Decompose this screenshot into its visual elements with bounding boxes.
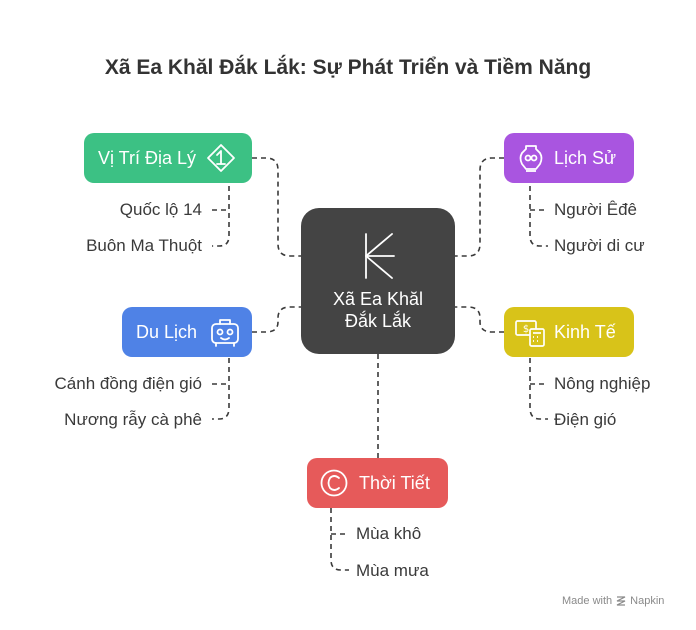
money-calculator-icon: $: [515, 320, 545, 347]
node-location[interactable]: Vị Trí Địa Lý: [84, 133, 252, 183]
leaf-economy-1: Nông nghiệp: [554, 374, 651, 393]
center-title-line2: Đắk Lắk: [344, 311, 412, 331]
connector-tourism-leaves: [212, 358, 230, 420]
leaf-history-2: Người di cư: [554, 236, 645, 255]
leaf-economy-2: Điện gió: [554, 410, 617, 429]
luggage-icon: [211, 319, 239, 347]
connector-history: [455, 157, 504, 257]
node-economy-label: Kinh Tế: [554, 321, 616, 342]
leaf-tourism-1: Cánh đồng điện gió: [54, 374, 202, 393]
watermark[interactable]: Made with Napkin: [562, 595, 664, 607]
connector-tourism: [252, 306, 301, 333]
leaf-location-1: Quốc lộ 14: [119, 200, 202, 219]
node-economy[interactable]: $ Kinh Tế: [504, 307, 634, 357]
diagram-title: Xã Ea Khăl Đắk Lắk: Sự Phát Triển và Tiề…: [104, 56, 592, 79]
napkin-logo-icon: [616, 596, 626, 606]
connector-location-leaves: [212, 186, 230, 247]
connector-economy: [455, 306, 504, 333]
connector-weather-leaves: [330, 508, 349, 571]
vase-icon: [519, 145, 543, 172]
kite-logo-icon: [365, 233, 395, 279]
leaf-history-1: Người Êđê: [554, 200, 638, 219]
connector-economy-leaves: [529, 358, 548, 420]
watermark-prefix: Made with: [562, 595, 613, 607]
diamond-arrow-icon: [207, 144, 235, 172]
node-location-label: Vị Trí Địa Lý: [98, 147, 197, 168]
center-title: Xã Ea Khăl Đắk Lắk: [301, 288, 455, 332]
leaf-weather-2: Mùa mưa: [356, 561, 429, 580]
connector-location: [252, 157, 301, 257]
leaf-weather-1: Mùa khô: [356, 524, 422, 543]
center-node[interactable]: Xã Ea Khăl Đắk Lắk: [301, 208, 455, 354]
node-history[interactable]: Lịch Sử: [504, 133, 634, 183]
circle-c-icon: [320, 469, 348, 497]
watermark-brand: Napkin: [630, 595, 665, 607]
node-tourism-label: Du Lịch: [136, 321, 198, 342]
node-history-label: Lịch Sử: [554, 147, 617, 168]
node-weather[interactable]: Thời Tiết: [307, 458, 448, 508]
svg-text:$: $: [523, 324, 529, 335]
leaf-tourism-2: Nương rẫy cà phê: [64, 410, 202, 429]
leaf-location-2: Buôn Ma Thuột: [86, 236, 202, 255]
center-title-line1: Xã Ea Khăl: [332, 289, 424, 309]
node-tourism[interactable]: Du Lịch: [122, 307, 252, 357]
node-weather-label: Thời Tiết: [359, 472, 430, 493]
connector-history-leaves: [529, 186, 548, 247]
